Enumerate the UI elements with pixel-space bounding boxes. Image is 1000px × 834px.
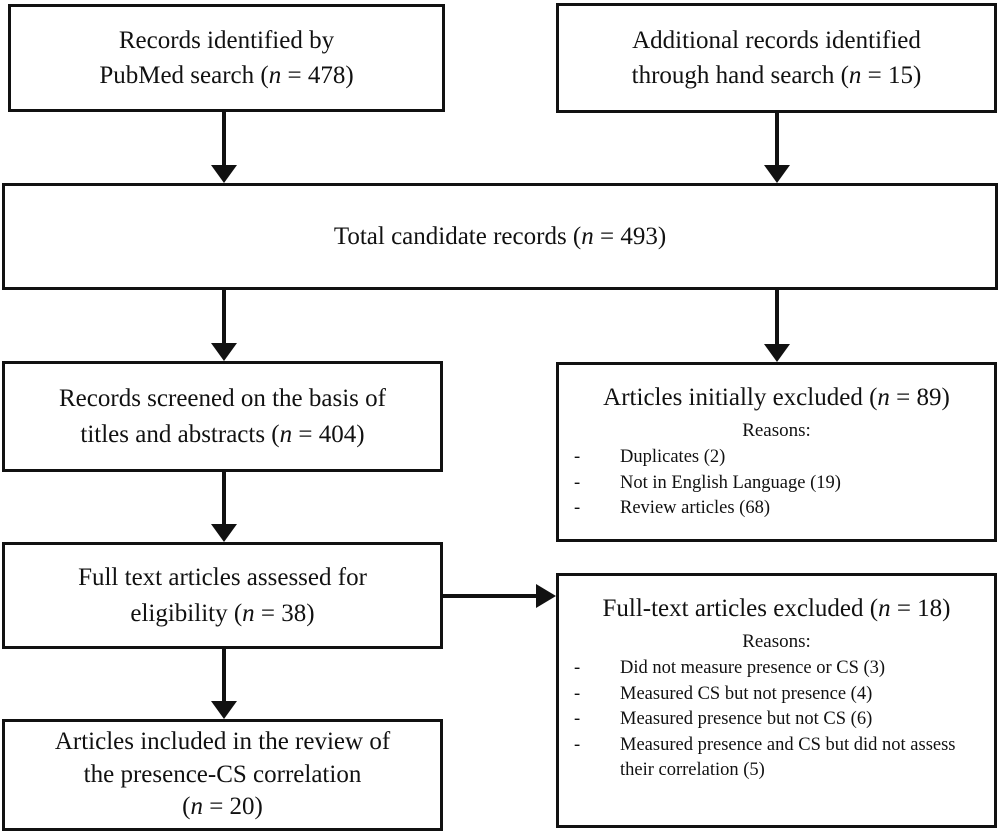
handsearch-n-symbol: n xyxy=(848,62,862,89)
arrow-shaft xyxy=(443,594,539,598)
pubmed-line2-post: = 478) xyxy=(281,62,354,89)
reason-item: - Not in English Language (19) xyxy=(559,471,994,497)
box-records-handsearch-text: Additional records identified through ha… xyxy=(632,23,922,94)
total-pre: Total candidate records ( xyxy=(333,222,582,250)
pubmed-n-symbol: n xyxy=(268,62,282,89)
box-fulltext-excluded: Full-text articles excluded (n = 18) Rea… xyxy=(556,573,997,828)
reasons-label: Reasons: xyxy=(742,630,811,652)
box-records-handsearch: Additional records identified through ha… xyxy=(556,3,997,113)
handsearch-line2-pre: through hand search ( xyxy=(631,62,849,89)
arrow-shaft xyxy=(222,472,226,527)
box-records-pubmed: Records identified by PubMed search (n =… xyxy=(8,4,445,112)
arrow-total-to-screened xyxy=(211,290,237,361)
excluded1-n-symbol: n xyxy=(877,384,890,411)
box-articles-included-text: Articles included in the review of the p… xyxy=(55,726,390,824)
reason-text: Measured CS but not presence (4) xyxy=(620,683,873,704)
screened-line1: Records screened on the basis of xyxy=(59,385,386,412)
arrow-fulltext-to-included xyxy=(211,649,237,719)
arrowhead-down-icon xyxy=(211,701,237,719)
arrowhead-down-icon xyxy=(211,343,237,361)
arrow-fulltext-to-fulltext-excluded xyxy=(443,584,556,608)
reason-text: Measured presence but not CS (6) xyxy=(620,709,873,730)
arrow-total-to-initially-excluded xyxy=(764,290,790,362)
dash-bullet: - xyxy=(574,658,581,679)
dash-bullet: - xyxy=(574,683,581,704)
arrowhead-down-icon xyxy=(764,344,790,362)
arrow-screened-to-fulltext xyxy=(211,472,237,542)
excluded1-title-post: = 89) xyxy=(889,384,950,411)
box-records-screened-text: Records screened on the basis of titles … xyxy=(59,381,386,452)
fulltext-line1: Full text articles assessed for xyxy=(78,564,367,591)
excluded2-title-pre: Full-text articles excluded ( xyxy=(602,595,879,622)
reasons-label: Reasons: xyxy=(742,419,811,441)
arrow-shaft xyxy=(222,112,226,168)
arrow-shaft xyxy=(222,649,226,704)
fulltext-line2-pre: eligibility ( xyxy=(130,599,243,627)
box-fulltext-assessed: Full text articles assessed for eligibil… xyxy=(2,542,443,649)
total-n-symbol: n xyxy=(581,222,594,250)
included-n-symbol: n xyxy=(190,793,203,821)
fulltext-excluded-reasons-list: - Did not measure presence or CS (3) - Mea… xyxy=(559,656,994,784)
screened-line2-post: = 404) xyxy=(292,420,365,448)
handsearch-line2-post: = 15) xyxy=(861,62,922,89)
included-line1: Articles included in the review of xyxy=(54,728,391,756)
excluded1-title-pre: Articles initially excluded ( xyxy=(603,384,878,411)
reason-text: Did not measure presence or CS (3) xyxy=(620,658,886,679)
dash-bullet: - xyxy=(574,472,581,493)
box-articles-initially-excluded: Articles initially excluded (n = 89) Rea… xyxy=(556,362,997,542)
dash-bullet: - xyxy=(574,498,581,519)
dash-bullet: - xyxy=(574,447,581,468)
included-line3-post: = 20) xyxy=(202,793,263,821)
reason-text: Review articles (68) xyxy=(620,498,770,519)
arrowhead-down-icon xyxy=(211,524,237,542)
arrow-shaft xyxy=(775,113,779,168)
arrow-shaft xyxy=(775,290,779,347)
screened-line2-pre: titles and abstracts ( xyxy=(80,420,280,448)
included-line2: the presence-CS correlation xyxy=(83,760,362,788)
reason-item: - Duplicates (2) xyxy=(559,445,994,471)
reason-item: - Did not measure presence or CS (3) xyxy=(559,656,994,682)
reason-item: - Review articles (68) xyxy=(559,496,994,522)
total-post: = 493) xyxy=(593,222,667,250)
reason-text: Duplicates (2) xyxy=(620,447,726,468)
arrowhead-down-icon xyxy=(764,165,790,183)
arrow-handsearch-to-total xyxy=(764,113,790,183)
box-total-candidates-text: Total candidate records (n = 493) xyxy=(334,219,666,255)
dash-bullet: - xyxy=(574,709,581,730)
included-line3-pre: ( xyxy=(182,793,191,821)
reason-item: - Measured presence but not CS (6) xyxy=(559,707,994,733)
reason-text: Not in English Language (19) xyxy=(620,472,841,493)
arrow-pubmed-to-total xyxy=(211,112,237,183)
arrowhead-down-icon xyxy=(211,165,237,183)
reason-text: Measured presence and CS but did not ass… xyxy=(620,734,956,781)
fulltext-line2-post: = 38) xyxy=(254,599,315,627)
box-fulltext-assessed-text: Full text articles assessed for eligibil… xyxy=(78,560,367,631)
excluded2-n-symbol: n xyxy=(878,595,891,622)
arrowhead-right-icon xyxy=(536,584,556,608)
box-records-pubmed-text: Records identified by PubMed search (n =… xyxy=(99,23,353,94)
box-articles-included: Articles included in the review of the p… xyxy=(2,719,443,831)
pubmed-line2-pre: PubMed search ( xyxy=(99,62,269,89)
reason-item: - Measured CS but not presence (4) xyxy=(559,682,994,708)
box-records-screened: Records screened on the basis of titles … xyxy=(2,361,443,472)
pubmed-line1: Records identified by xyxy=(118,26,335,54)
screened-n-symbol: n xyxy=(279,420,293,448)
initially-excluded-reasons-list: - Duplicates (2) - Not in English Language… xyxy=(559,445,994,522)
initially-excluded-title: Articles initially excluded (n = 89) xyxy=(559,382,994,415)
reason-item: - Measured presence and CS but did not as… xyxy=(559,733,994,784)
dash-bullet: - xyxy=(574,734,581,755)
handsearch-line1: Additional records identified xyxy=(632,26,921,54)
fulltext-excluded-title: Full-text articles excluded (n = 18) xyxy=(559,593,994,626)
arrow-shaft xyxy=(222,290,226,346)
fulltext-n-symbol: n xyxy=(242,599,255,627)
excluded2-title-post: = 18) xyxy=(890,595,951,622)
box-total-candidates: Total candidate records (n = 493) xyxy=(2,183,998,290)
